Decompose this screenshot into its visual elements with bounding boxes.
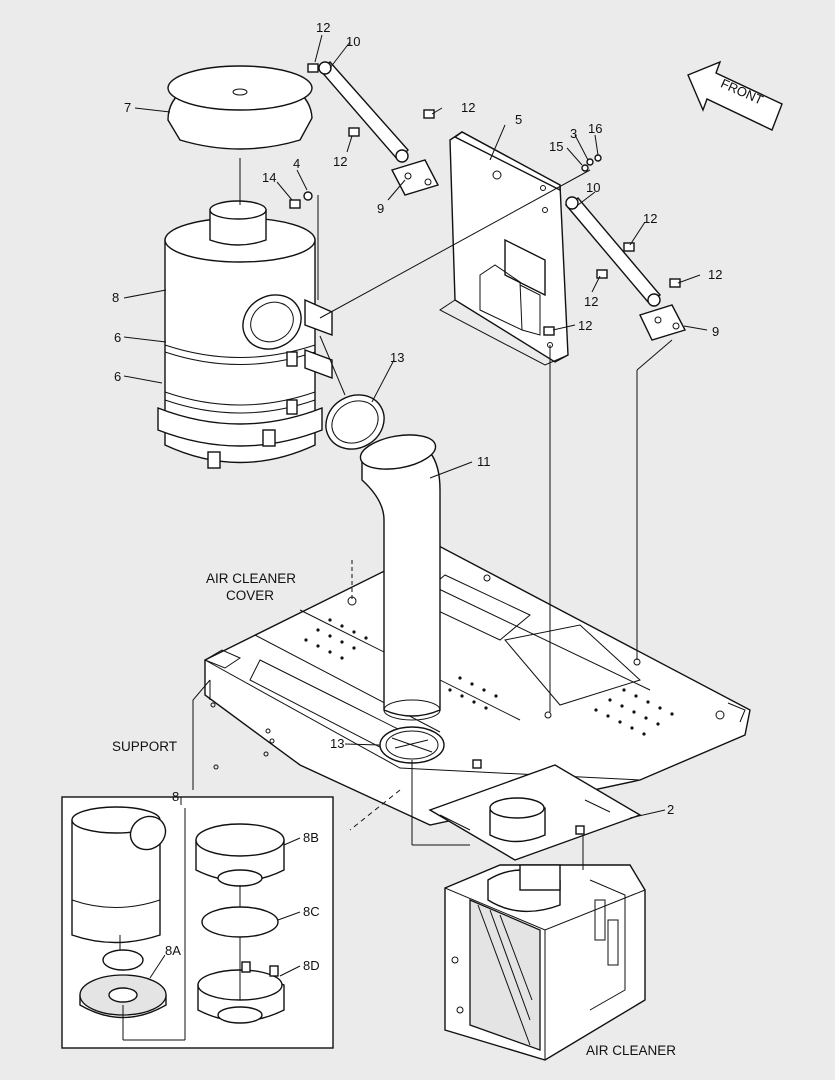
intake-hose xyxy=(359,434,441,721)
callout-12-e: 12 xyxy=(708,267,722,282)
callout-15: 15 xyxy=(549,139,563,154)
callout-12-d: 12 xyxy=(643,211,657,226)
callout-6-b: 6 xyxy=(114,369,121,384)
callout-3: 3 xyxy=(570,126,577,141)
detail-inset-box xyxy=(61,796,334,1049)
caption-air-cleaner: AIR CLEANER xyxy=(586,1043,676,1058)
callout-8B: 8B xyxy=(303,830,319,845)
callout-12-c: 12 xyxy=(333,154,347,169)
captions: AIR CLEANER COVER SUPPORT AIR CLEANER xyxy=(112,571,676,1058)
callout-8C: 8C xyxy=(303,904,320,919)
hose-clamp-upper xyxy=(325,394,385,450)
callout-8-inset: 8 xyxy=(172,789,179,804)
bolt-set xyxy=(289,63,681,336)
front-arrow: FRONT xyxy=(687,60,783,131)
stay-rod-left xyxy=(318,61,440,196)
callout-6-a: 6 xyxy=(114,330,121,345)
hose-clamp-lower xyxy=(379,726,445,764)
air-cleaner-cover-plate xyxy=(203,544,751,826)
callout-12-f: 12 xyxy=(584,294,598,309)
callout-12-g: 12 xyxy=(578,318,592,333)
callout-13-lower: 13 xyxy=(330,736,344,751)
callout-7: 7 xyxy=(124,100,131,115)
callout-11: 11 xyxy=(477,454,491,469)
callout-8A: 8A xyxy=(165,943,181,958)
callout-16: 16 xyxy=(588,121,602,136)
callout-2: 2 xyxy=(667,802,674,817)
caption-air-cleaner-cover-line1: AIR CLEANER xyxy=(206,571,296,586)
callout-5: 5 xyxy=(515,112,522,127)
callout-10-right: 10 xyxy=(586,180,600,195)
callout-4: 4 xyxy=(293,156,300,171)
air-cleaner-body xyxy=(157,200,333,469)
caption-air-cleaner-cover-line2: COVER xyxy=(226,588,274,603)
mounting-plate xyxy=(428,759,642,861)
callout-14: 14 xyxy=(262,170,276,185)
callout-9-left: 9 xyxy=(377,201,384,216)
callout-13-upper: 13 xyxy=(390,350,404,365)
callout-8D: 8D xyxy=(303,958,320,973)
callout-9-right: 9 xyxy=(712,324,719,339)
callout-10-top: 10 xyxy=(346,34,360,49)
callout-12-top: 12 xyxy=(316,20,330,35)
air-cleaner-cap xyxy=(167,65,313,150)
callout-8: 8 xyxy=(112,290,119,305)
support-frame xyxy=(192,679,275,790)
assembly-guide-lines xyxy=(119,34,708,1041)
callout-12-b: 12 xyxy=(461,100,475,115)
caption-support: SUPPORT xyxy=(112,739,177,754)
mounting-bracket xyxy=(439,131,569,366)
callout-labels: 12 10 7 12 12 5 3 16 15 4 14 9 10 12 8 6… xyxy=(112,20,722,973)
stay-rod-right xyxy=(564,196,687,341)
air-cleaner-unit xyxy=(444,864,646,1061)
